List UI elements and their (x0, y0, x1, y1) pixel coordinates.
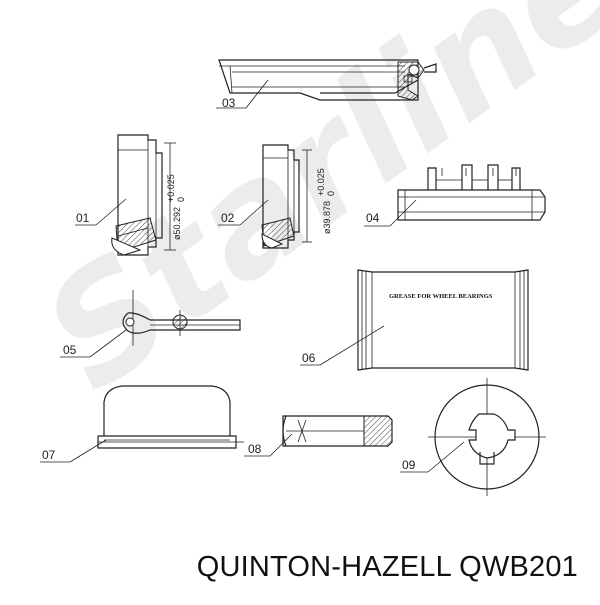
dimension-02: ø39.878 +0.025 0 (316, 168, 336, 234)
callout-03: 03 (222, 96, 236, 110)
svg-text:+0.025: +0.025 (316, 168, 326, 196)
brand-part-caption: QUINTON-HAZELL QWB201 (196, 551, 578, 583)
part-05-cotter-pin (60, 290, 241, 358)
part-02-bearing (218, 144, 312, 249)
part-07-dust-cap (40, 385, 244, 463)
svg-text:+0.025: +0.025 (166, 174, 176, 202)
svg-text:0: 0 (176, 197, 186, 202)
svg-text:ø50.292: ø50.292 (172, 207, 182, 240)
callout-02: 02 (221, 211, 235, 225)
callout-01: 01 (76, 211, 90, 225)
part-08-washer (244, 415, 393, 457)
callout-08: 08 (248, 442, 262, 456)
part-09-tab-washer (400, 378, 546, 496)
grease-label: GREASE FOR WHEEL BEARINGS (389, 293, 493, 300)
part-03-seal (216, 59, 437, 109)
svg-text:ø39.878: ø39.878 (322, 201, 332, 234)
part-04-castle-nut (364, 164, 546, 227)
part-01-bearing (75, 134, 176, 256)
callout-06: 06 (302, 351, 316, 365)
callout-07: 07 (42, 448, 56, 462)
part-06-grease-packet (300, 269, 529, 371)
callout-05: 05 (63, 343, 77, 357)
callout-09: 09 (402, 458, 416, 472)
callout-04: 04 (366, 211, 380, 225)
dimension-01: ø50.292 +0.025 0 (166, 174, 186, 240)
svg-text:0: 0 (326, 191, 336, 196)
